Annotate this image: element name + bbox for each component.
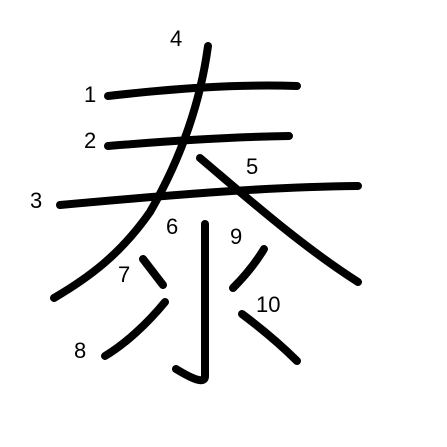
stroke-number-2: 2 xyxy=(84,128,96,153)
stroke-number-3: 3 xyxy=(30,188,42,213)
stroke-9 xyxy=(229,245,268,292)
stroke-number-4: 4 xyxy=(170,26,182,51)
stroke-4 xyxy=(50,42,212,302)
stroke-8 xyxy=(101,298,169,360)
stroke-number-7: 7 xyxy=(118,262,130,287)
stroke-5 xyxy=(196,154,362,286)
stroke-number-10: 10 xyxy=(256,292,280,317)
stroke-number-6: 6 xyxy=(166,214,178,239)
stroke-number-1: 1 xyxy=(84,82,96,107)
stroke-2 xyxy=(104,132,293,150)
stroke-10 xyxy=(238,310,301,365)
stroke-7 xyxy=(139,255,167,289)
stroke-6 xyxy=(172,220,209,385)
stroke-number-5: 5 xyxy=(246,154,258,179)
stroke-3 xyxy=(56,182,362,209)
stroke-number-9: 9 xyxy=(230,224,242,249)
stroke-number-8: 8 xyxy=(74,338,86,363)
